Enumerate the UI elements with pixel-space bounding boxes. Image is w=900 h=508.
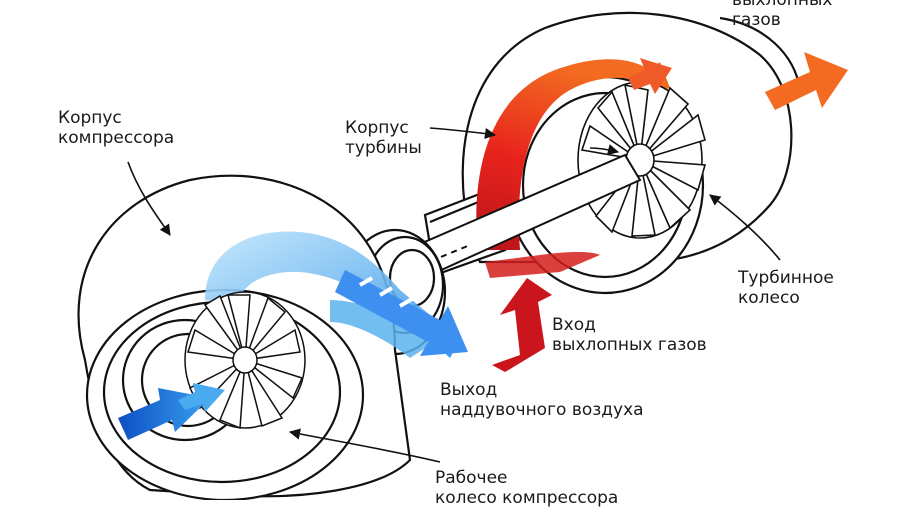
compressor-wheel [184, 291, 306, 430]
label-boost-out: Выход наддувочного воздуха [440, 380, 644, 420]
exhaust-in-arrow [492, 278, 552, 372]
turbine-wheel [577, 81, 707, 239]
air-intake-arrow-2 [178, 383, 225, 412]
boost-air-out-arrow [335, 270, 468, 356]
boost-air-flow-path [205, 231, 460, 358]
exhaust-flow-path [476, 59, 670, 250]
label-exhaust-in: Вход выхлопных газов [552, 315, 707, 355]
label-exhaust-out: выхлопных газов [732, 0, 833, 30]
label-turbine-housing: Корпус турбины [345, 118, 422, 158]
label-compressor-wheel: Рабочее колесо компрессора [435, 468, 619, 508]
exhaust-out-arrow [765, 52, 848, 110]
exhaust-out-arrow-inner [628, 58, 672, 94]
exhaust-flow-lower [485, 251, 600, 278]
leader-lines [127, 127, 781, 463]
label-compressor-housing: Корпус компрессора [58, 108, 175, 148]
label-turbine-wheel: Турбинное колесо [738, 268, 834, 308]
boost-air-flow-lower [330, 300, 430, 358]
